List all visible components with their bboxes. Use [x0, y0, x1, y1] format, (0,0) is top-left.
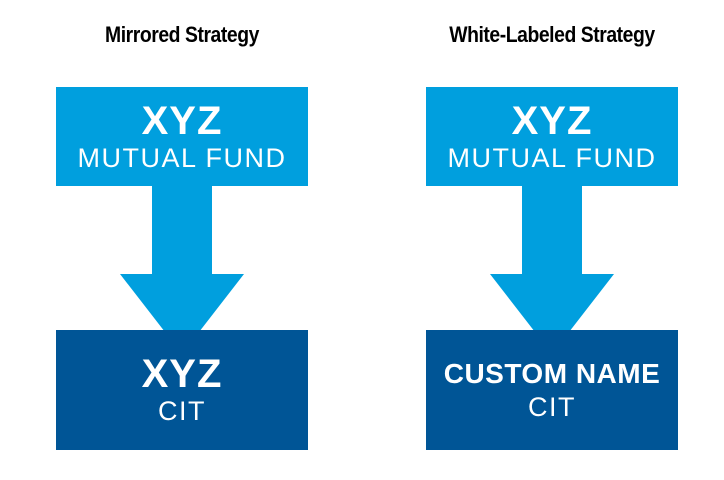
- white-labeled-target-box: CUSTOM NAME CIT: [426, 330, 678, 450]
- mirrored-target-type: CIT: [158, 396, 206, 426]
- mirrored-arrow-shape: [120, 180, 244, 354]
- white-labeled-source-box: XYZ MUTUAL FUND: [426, 87, 678, 186]
- mirrored-source-type: MUTUAL FUND: [77, 142, 287, 173]
- mirrored-target-name: XYZ: [141, 352, 223, 396]
- white-labeled-arrow-shape: [490, 180, 614, 354]
- white-labeled-target-name: CUSTOM NAME: [443, 358, 661, 389]
- white-labeled-arrow: [490, 180, 614, 354]
- white-labeled-strategy-title: White-Labeled Strategy: [449, 22, 655, 47]
- mirrored-arrow: [120, 180, 244, 354]
- white-labeled-source-type: MUTUAL FUND: [447, 142, 657, 173]
- mirrored-strategy-title: Mirrored Strategy: [105, 22, 259, 47]
- mirrored-target-box: XYZ CIT: [56, 330, 308, 450]
- white-labeled-target-type: CIT: [528, 392, 576, 422]
- mirrored-source-box: XYZ MUTUAL FUND: [56, 87, 308, 186]
- white-labeled-source-name: XYZ: [511, 98, 593, 143]
- mirrored-source-name: XYZ: [141, 98, 223, 143]
